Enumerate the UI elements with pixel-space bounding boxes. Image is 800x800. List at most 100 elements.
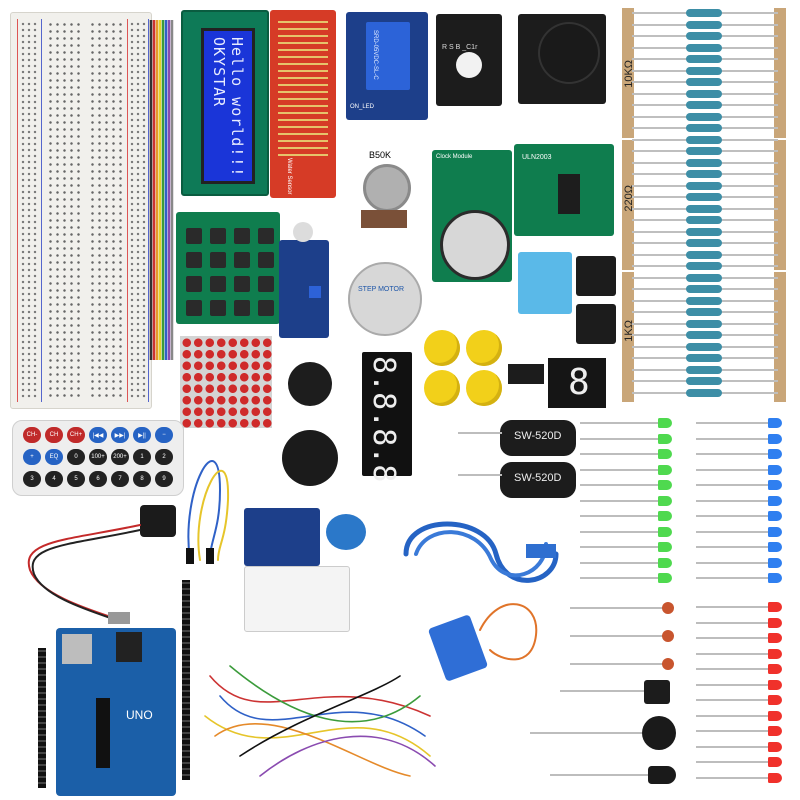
resistor-body — [686, 193, 722, 201]
led — [658, 573, 672, 583]
rail-line — [127, 19, 128, 402]
led-lead — [696, 776, 768, 779]
led — [768, 664, 782, 674]
jumper-wire-bundle — [204, 665, 436, 777]
led-lead — [696, 422, 768, 424]
tilt-label-1: SW-520D — [514, 430, 562, 442]
resistor-tape — [774, 8, 786, 138]
remote-key: 8 — [133, 471, 151, 487]
keypad-key — [210, 252, 226, 268]
led-lead — [696, 730, 768, 732]
resistor-body — [686, 124, 722, 132]
keypad-module — [176, 212, 280, 324]
led-lead — [580, 515, 658, 517]
remote-key: CH — [45, 427, 63, 443]
battery-clip-icon — [27, 505, 176, 624]
resistor-body — [686, 331, 722, 339]
remote-key: EQ — [45, 449, 63, 465]
led — [658, 480, 672, 490]
tilt-label-2: SW-520D — [514, 472, 562, 484]
remote-key: |◀◀ — [89, 427, 107, 443]
remote-key: 4 — [45, 471, 63, 487]
resistor — [632, 43, 778, 52]
keypad-key — [210, 276, 226, 292]
sensor-traces — [278, 16, 328, 156]
remote-key: 3 — [23, 471, 41, 487]
power-rail — [20, 21, 38, 400]
resistor — [632, 365, 778, 374]
remote-key: CH- — [23, 427, 41, 443]
water-sensor: Water Sensor — [270, 10, 336, 198]
rtc-module: Clock Module — [432, 150, 512, 282]
transistor — [642, 716, 676, 750]
resistor-body — [686, 204, 722, 213]
led-lead — [696, 668, 768, 670]
buzzer-icon — [282, 430, 338, 486]
breadboard-grid — [47, 21, 81, 400]
led — [768, 741, 782, 752]
rail-line — [41, 19, 42, 402]
remote-key: + — [23, 449, 41, 465]
joystick-cap — [540, 24, 598, 82]
mcu-chip — [96, 698, 110, 768]
resistor-body — [686, 250, 722, 259]
dot-matrix — [180, 336, 272, 428]
resistor — [632, 170, 778, 178]
resistor-body — [686, 101, 722, 109]
led-lead — [696, 745, 768, 748]
led-lead — [696, 637, 768, 639]
led-lead — [696, 714, 768, 717]
led-lead — [696, 699, 768, 701]
resistor — [632, 20, 778, 29]
dupont-wires — [186, 460, 230, 564]
resistor-body — [686, 9, 722, 17]
usb-cable-icon — [403, 521, 559, 583]
led-lead — [580, 468, 658, 471]
power-rail — [129, 21, 147, 400]
keypad-key — [234, 300, 250, 316]
led-lead — [696, 453, 768, 455]
led — [768, 526, 782, 537]
keypad-key — [258, 252, 274, 268]
led — [768, 557, 782, 568]
led-lead — [696, 515, 768, 517]
resistor — [632, 55, 778, 63]
resistor-body — [686, 342, 722, 351]
seven-segment-4-digit: 8.8.8.8 — [362, 352, 412, 482]
tilt-lead — [458, 432, 502, 434]
ldr-lead — [570, 607, 664, 609]
led — [658, 511, 672, 521]
pot-knob — [363, 164, 411, 212]
led — [768, 480, 782, 490]
led-lead — [696, 437, 768, 440]
keypad-key — [234, 228, 250, 244]
led — [768, 464, 782, 475]
pin-header — [38, 648, 46, 788]
resistor-body — [686, 43, 722, 52]
remote-key: ▶▶| — [111, 427, 129, 443]
resistor-tape — [622, 272, 634, 402]
resistor-body — [686, 354, 722, 362]
keypad-key — [186, 252, 202, 268]
ldr-lead — [570, 663, 664, 665]
resistor-tape — [774, 140, 786, 270]
microphone — [293, 222, 313, 242]
led — [658, 557, 672, 568]
led — [658, 495, 672, 506]
keypad-key — [234, 252, 250, 268]
led-lead — [696, 546, 768, 548]
remote-key: 100+ — [89, 449, 107, 465]
resistor — [632, 227, 778, 236]
led — [658, 449, 672, 459]
resistor — [632, 89, 778, 98]
led — [768, 617, 782, 628]
resistor-body — [686, 285, 722, 293]
arduino-label: UNO — [126, 708, 153, 722]
resistor-body — [686, 170, 722, 178]
photoresistor — [662, 658, 674, 670]
led — [768, 602, 782, 612]
driver-label: ULN2003 — [522, 154, 552, 161]
resistor-body — [686, 377, 722, 385]
resistor-body — [686, 319, 722, 328]
